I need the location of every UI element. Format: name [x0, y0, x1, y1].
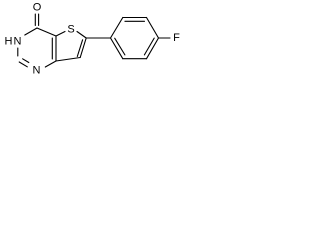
- bond-ph-4-5-second: [143, 37, 155, 56]
- bond-c2-n1: [18, 61, 28, 68]
- atom-oxygen-label: O: [33, 1, 42, 13]
- bond-ph-4-5: [145, 37, 160, 60]
- atom-nitrogen-1-label: N: [33, 64, 41, 76]
- atom-hydrogen-3h-label: H: [5, 35, 13, 47]
- bond-ph-6-1: [109, 37, 124, 60]
- bond-ph-3-4: [145, 16, 160, 39]
- bond-n1-c7a: [44, 60, 57, 68]
- bond-c7-c7a: [55, 56, 81, 62]
- atom-fluorine-label: F: [173, 32, 180, 44]
- bond-s-c6: [76, 30, 87, 39]
- bond-c4-n3: [24, 27, 38, 36]
- bond-c6-c7-second: [76, 39, 84, 58]
- bond-c4a-s: [55, 30, 66, 37]
- bond-c2-n1-second: [22, 58, 30, 64]
- bond-ph-1-2: [109, 16, 124, 39]
- atom-label-layer: O S N H N F: [5, 1, 181, 76]
- bond-c6-c7: [79, 37, 87, 59]
- atom-nitrogen-3h-label: N: [14, 35, 22, 47]
- chemical-structure: O S N H N F: [5, 1, 181, 76]
- bond-layer: [17, 13, 171, 68]
- bond-ph-6-1-second: [114, 37, 126, 56]
- atom-sulfur-label: S: [67, 23, 74, 35]
- bond-c4a-c4: [36, 27, 57, 37]
